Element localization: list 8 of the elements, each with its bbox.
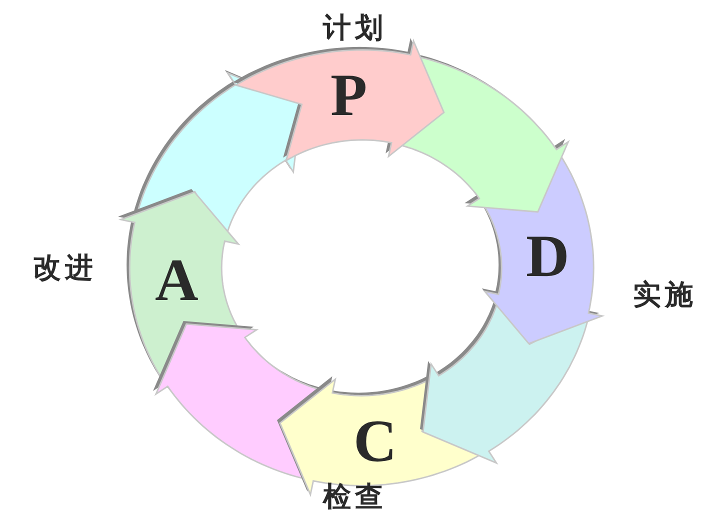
stage-letter: A <box>154 250 198 310</box>
stage-label: 改进 <box>33 252 97 284</box>
stage-label: 检查 <box>323 481 387 513</box>
stage-label: 实施 <box>633 279 697 311</box>
stage-letter: D <box>526 226 570 286</box>
stage-letter: C <box>353 410 397 471</box>
stage-label: 计划 <box>323 12 387 44</box>
stage-letter: P <box>330 65 368 126</box>
